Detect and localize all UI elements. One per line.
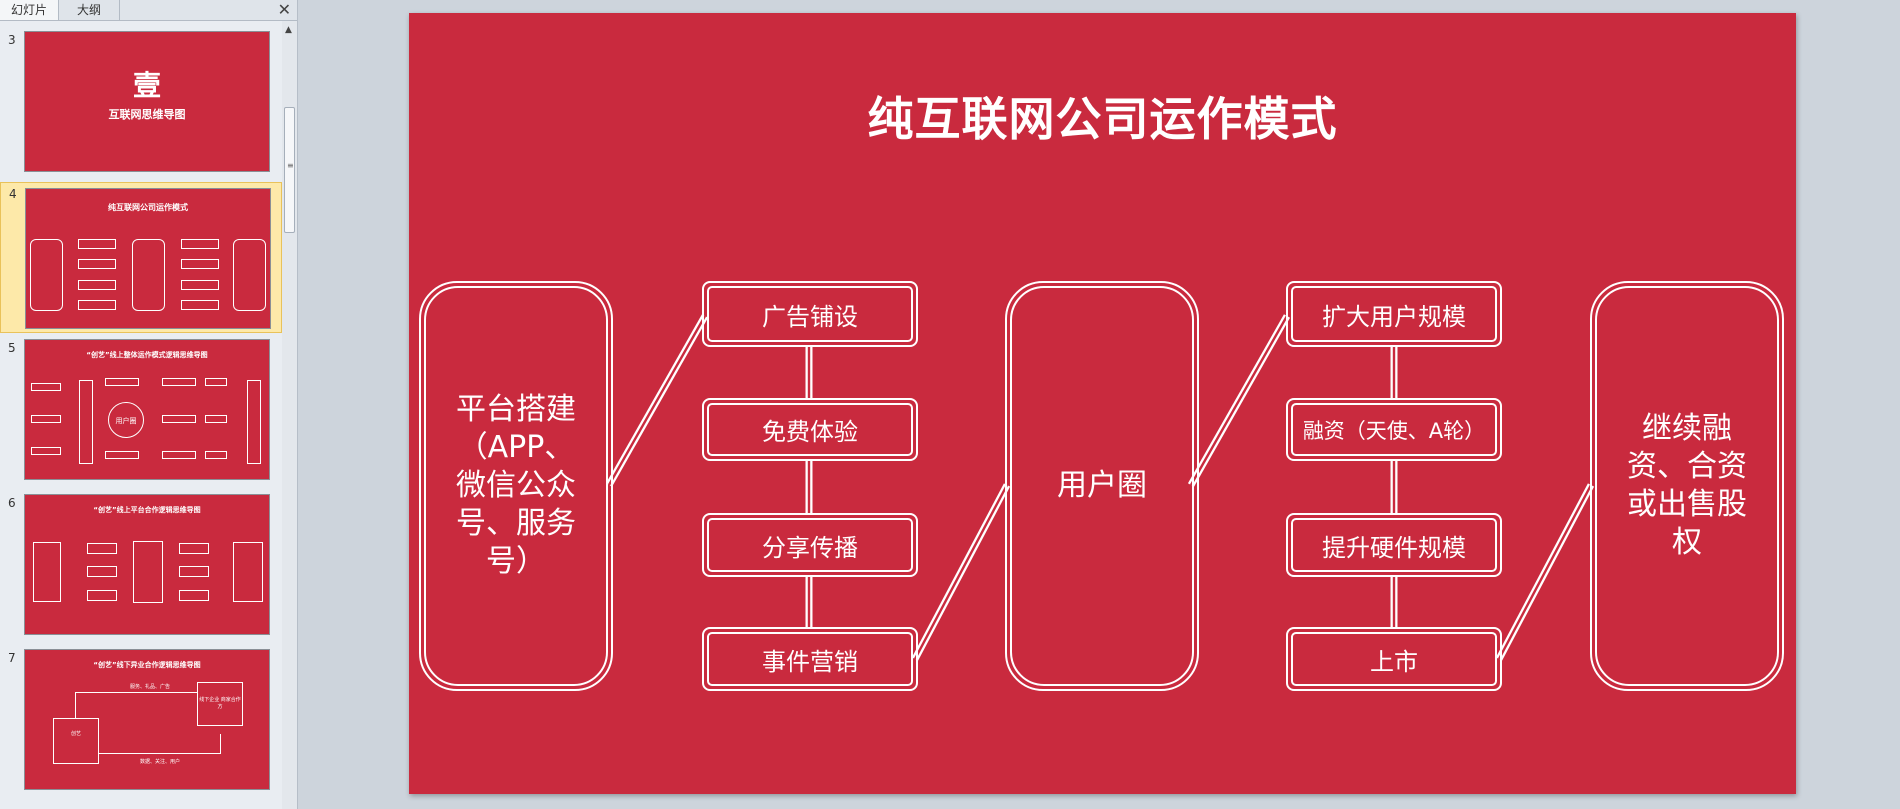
slide-thumbnail[interactable]: “创艺”线上整体运作模式逻辑思维导图 用户圈	[24, 339, 270, 480]
slide-thumbnail[interactable]: 纯互联网公司运作模式	[25, 188, 271, 329]
mini-box	[205, 415, 227, 423]
mini-box	[205, 451, 227, 459]
mini-box	[181, 300, 219, 310]
step-box: 事件营销	[702, 627, 918, 691]
step-box: 广告铺设	[702, 281, 918, 347]
step-label: 上市	[1291, 632, 1497, 686]
slide-thumbnail[interactable]: 壹 互联网思维导图	[24, 31, 270, 172]
mini-box	[181, 239, 219, 249]
mini-box	[31, 383, 61, 391]
slides-panel: 幻灯片 大纲 ✕ 3 壹 互联网思维导图 4 纯互联网公司运作模式	[0, 0, 298, 809]
mini-line	[75, 692, 197, 718]
mini-box	[31, 447, 61, 455]
mini-box	[78, 239, 116, 249]
step-box: 扩大用户规模	[1286, 281, 1502, 347]
platform-label: 平台搭建（APP、微信公众号、服务号）	[424, 286, 608, 686]
slide-number: 4	[9, 187, 17, 201]
mini-box	[78, 280, 116, 290]
final-box: 继续融资、合资或出售股权	[1590, 281, 1784, 691]
mini-box	[205, 378, 227, 386]
slide-number: 5	[8, 341, 16, 355]
mini-box	[162, 415, 196, 423]
step-label: 融资（天使、A轮）	[1291, 403, 1497, 456]
mini-box	[53, 718, 99, 764]
tab-slides[interactable]: 幻灯片	[0, 0, 59, 20]
thumb-label: 服务、礼品、广告	[129, 684, 170, 690]
mini-box	[105, 378, 139, 386]
mini-box	[179, 566, 209, 577]
slide-number: 7	[8, 651, 16, 665]
close-icon[interactable]: ✕	[277, 0, 291, 19]
step-box: 提升硬件规模	[1286, 513, 1502, 577]
mini-box	[181, 280, 219, 290]
mini-box	[87, 590, 117, 601]
step-box: 融资（天使、A轮）	[1286, 398, 1502, 461]
mini-box	[233, 542, 263, 602]
mini-box	[78, 259, 116, 269]
slide-title: 纯互联网公司运作模式	[867, 92, 1338, 146]
tab-outline[interactable]: 大纲	[59, 0, 120, 20]
step-label: 事件营销	[707, 632, 913, 686]
connector-lines	[605, 314, 1595, 661]
thumb-title: “创艺”线下异业合作逻辑思维导图	[93, 661, 201, 669]
mini-box	[30, 239, 63, 311]
slide-thumbnail[interactable]: “创艺”线上平台合作逻辑思维导图	[24, 494, 270, 635]
step-label: 提升硬件规模	[1291, 518, 1497, 572]
mini-box	[78, 300, 116, 310]
mini-box	[87, 566, 117, 577]
user-circle-box: 用户圈	[1005, 281, 1199, 691]
final-label: 继续融资、合资或出售股权	[1595, 286, 1779, 686]
thumb-box-label: 线下企业 商家合作方	[199, 697, 241, 710]
scroll-thumb[interactable]: ≡	[284, 107, 295, 233]
mini-circle	[108, 402, 144, 438]
grip-icon: ≡	[287, 161, 294, 170]
thumbnail-row[interactable]: 6 “创艺”线上平台合作逻辑思维导图	[0, 492, 282, 642]
mini-box	[133, 541, 163, 603]
scroll-up-arrow-icon[interactable]: ▲	[285, 25, 292, 35]
mini-box	[179, 590, 209, 601]
panel-tabs: 幻灯片 大纲 ✕	[0, 0, 297, 21]
mini-box	[31, 415, 61, 423]
thumb-box-label: 创艺	[70, 731, 81, 737]
thumb-title: 纯互联网公司运作模式	[108, 203, 188, 212]
thumbnail-row[interactable]: 7 “创艺”线下异业合作逻辑思维导图 创艺 线下企业 商家合作方 服务、礼品、广…	[0, 647, 282, 797]
mini-box	[233, 239, 266, 311]
slide-thumbnail[interactable]: “创艺”线下异业合作逻辑思维导图 创艺 线下企业 商家合作方 服务、礼品、广告 …	[24, 649, 270, 790]
thumbnail-row-selected[interactable]: 4 纯互联网公司运作模式	[0, 182, 282, 333]
slide-number: 6	[8, 496, 16, 510]
step-box: 分享传播	[702, 513, 918, 577]
mini-box	[162, 451, 196, 459]
step-box: 免费体验	[702, 398, 918, 461]
mini-line	[99, 734, 221, 754]
thumbnail-list: 3 壹 互联网思维导图 4 纯互联网公司运作模式	[0, 21, 282, 809]
mini-box	[181, 259, 219, 269]
thumbnail-row[interactable]: 3 壹 互联网思维导图	[0, 29, 282, 179]
mini-box	[247, 380, 261, 464]
platform-box: 平台搭建（APP、微信公众号、服务号）	[419, 281, 613, 691]
current-slide[interactable]: 纯互联网公司运作模式 平台搭建（APP、微信公众号、服务号） 广告铺设 免费体验…	[409, 13, 1796, 794]
mini-box	[87, 543, 117, 554]
thumbnail-scrollbar[interactable]: ▲ ≡	[282, 21, 297, 809]
user-circle-label: 用户圈	[1010, 286, 1194, 686]
mini-box	[132, 239, 165, 311]
mini-box	[79, 380, 93, 464]
slide-number: 3	[8, 33, 16, 47]
thumb-label: 数据、关注、用户	[139, 759, 180, 765]
thumb-subtitle: 互联网思维导图	[108, 108, 186, 121]
mini-box	[179, 543, 209, 554]
mini-box	[105, 451, 139, 459]
thumb-title: “创艺”线上整体运作模式逻辑思维导图	[86, 351, 208, 359]
step-box: 上市	[1286, 627, 1502, 691]
mini-box	[162, 378, 196, 386]
step-label: 免费体验	[707, 403, 913, 456]
mini-box	[33, 542, 61, 602]
thumb-center-label: 用户圈	[115, 417, 137, 425]
mini-box	[197, 682, 243, 726]
step-label: 扩大用户规模	[1291, 286, 1497, 342]
thumb-title: “创艺”线上平台合作逻辑思维导图	[93, 506, 201, 514]
thumb-title: 壹	[132, 69, 161, 102]
step-label: 分享传播	[707, 518, 913, 572]
step-label: 广告铺设	[707, 286, 913, 342]
thumbnail-row[interactable]: 5 “创艺”线上整体运作模式逻辑思维导图 用户圈	[0, 337, 282, 487]
